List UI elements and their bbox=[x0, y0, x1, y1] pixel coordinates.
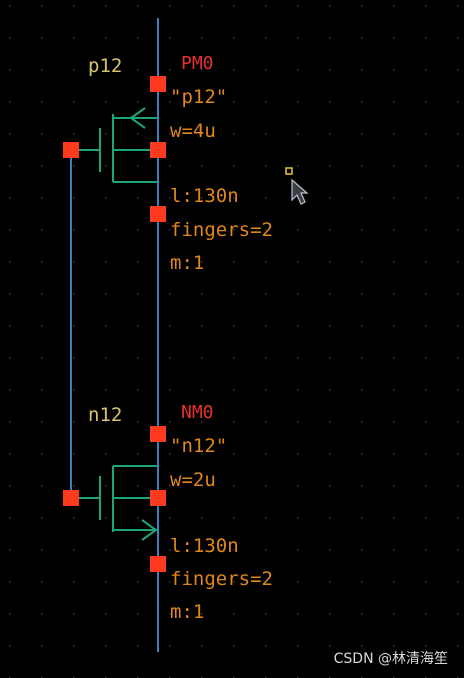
pmos-cell-label: p12 bbox=[88, 55, 123, 77]
pmos-instance-label: PM0 bbox=[181, 53, 214, 74]
nmos-source-pin bbox=[150, 556, 166, 572]
snap-point-icon bbox=[285, 167, 293, 175]
pmos-length-label: l:130n bbox=[170, 185, 239, 207]
pmos-width-label: w=4u bbox=[170, 120, 216, 142]
pmos-gate-pin bbox=[63, 142, 79, 158]
pmos-model-label: "p12" bbox=[170, 86, 228, 108]
pmos-transistor-symbol bbox=[71, 107, 158, 183]
nmos-model-label: "n12" bbox=[170, 435, 228, 457]
nmos-fingers-label: fingers=2 bbox=[170, 568, 273, 590]
pmos-source-pin bbox=[150, 206, 166, 222]
pmos-fingers-label: fingers=2 bbox=[170, 219, 273, 241]
pmos-bulk-pin bbox=[150, 142, 166, 158]
nmos-gate-pin bbox=[63, 490, 79, 506]
nmos-drain-pin bbox=[150, 426, 166, 442]
pmos-drain-pin bbox=[150, 76, 166, 92]
watermark: CSDN @林清海笙 bbox=[333, 651, 448, 667]
pmos-multiplier-label: m:1 bbox=[170, 252, 205, 274]
nmos-instance-label: NM0 bbox=[181, 402, 214, 423]
nmos-multiplier-label: m:1 bbox=[170, 601, 205, 623]
nmos-length-label: l:130n bbox=[170, 535, 239, 557]
nmos-width-label: w=2u bbox=[170, 469, 216, 491]
nmos-cell-label: n12 bbox=[88, 404, 123, 426]
nmos-bulk-pin bbox=[150, 490, 166, 506]
mouse-pointer-icon bbox=[291, 178, 309, 205]
nmos-transistor-symbol bbox=[71, 465, 158, 541]
